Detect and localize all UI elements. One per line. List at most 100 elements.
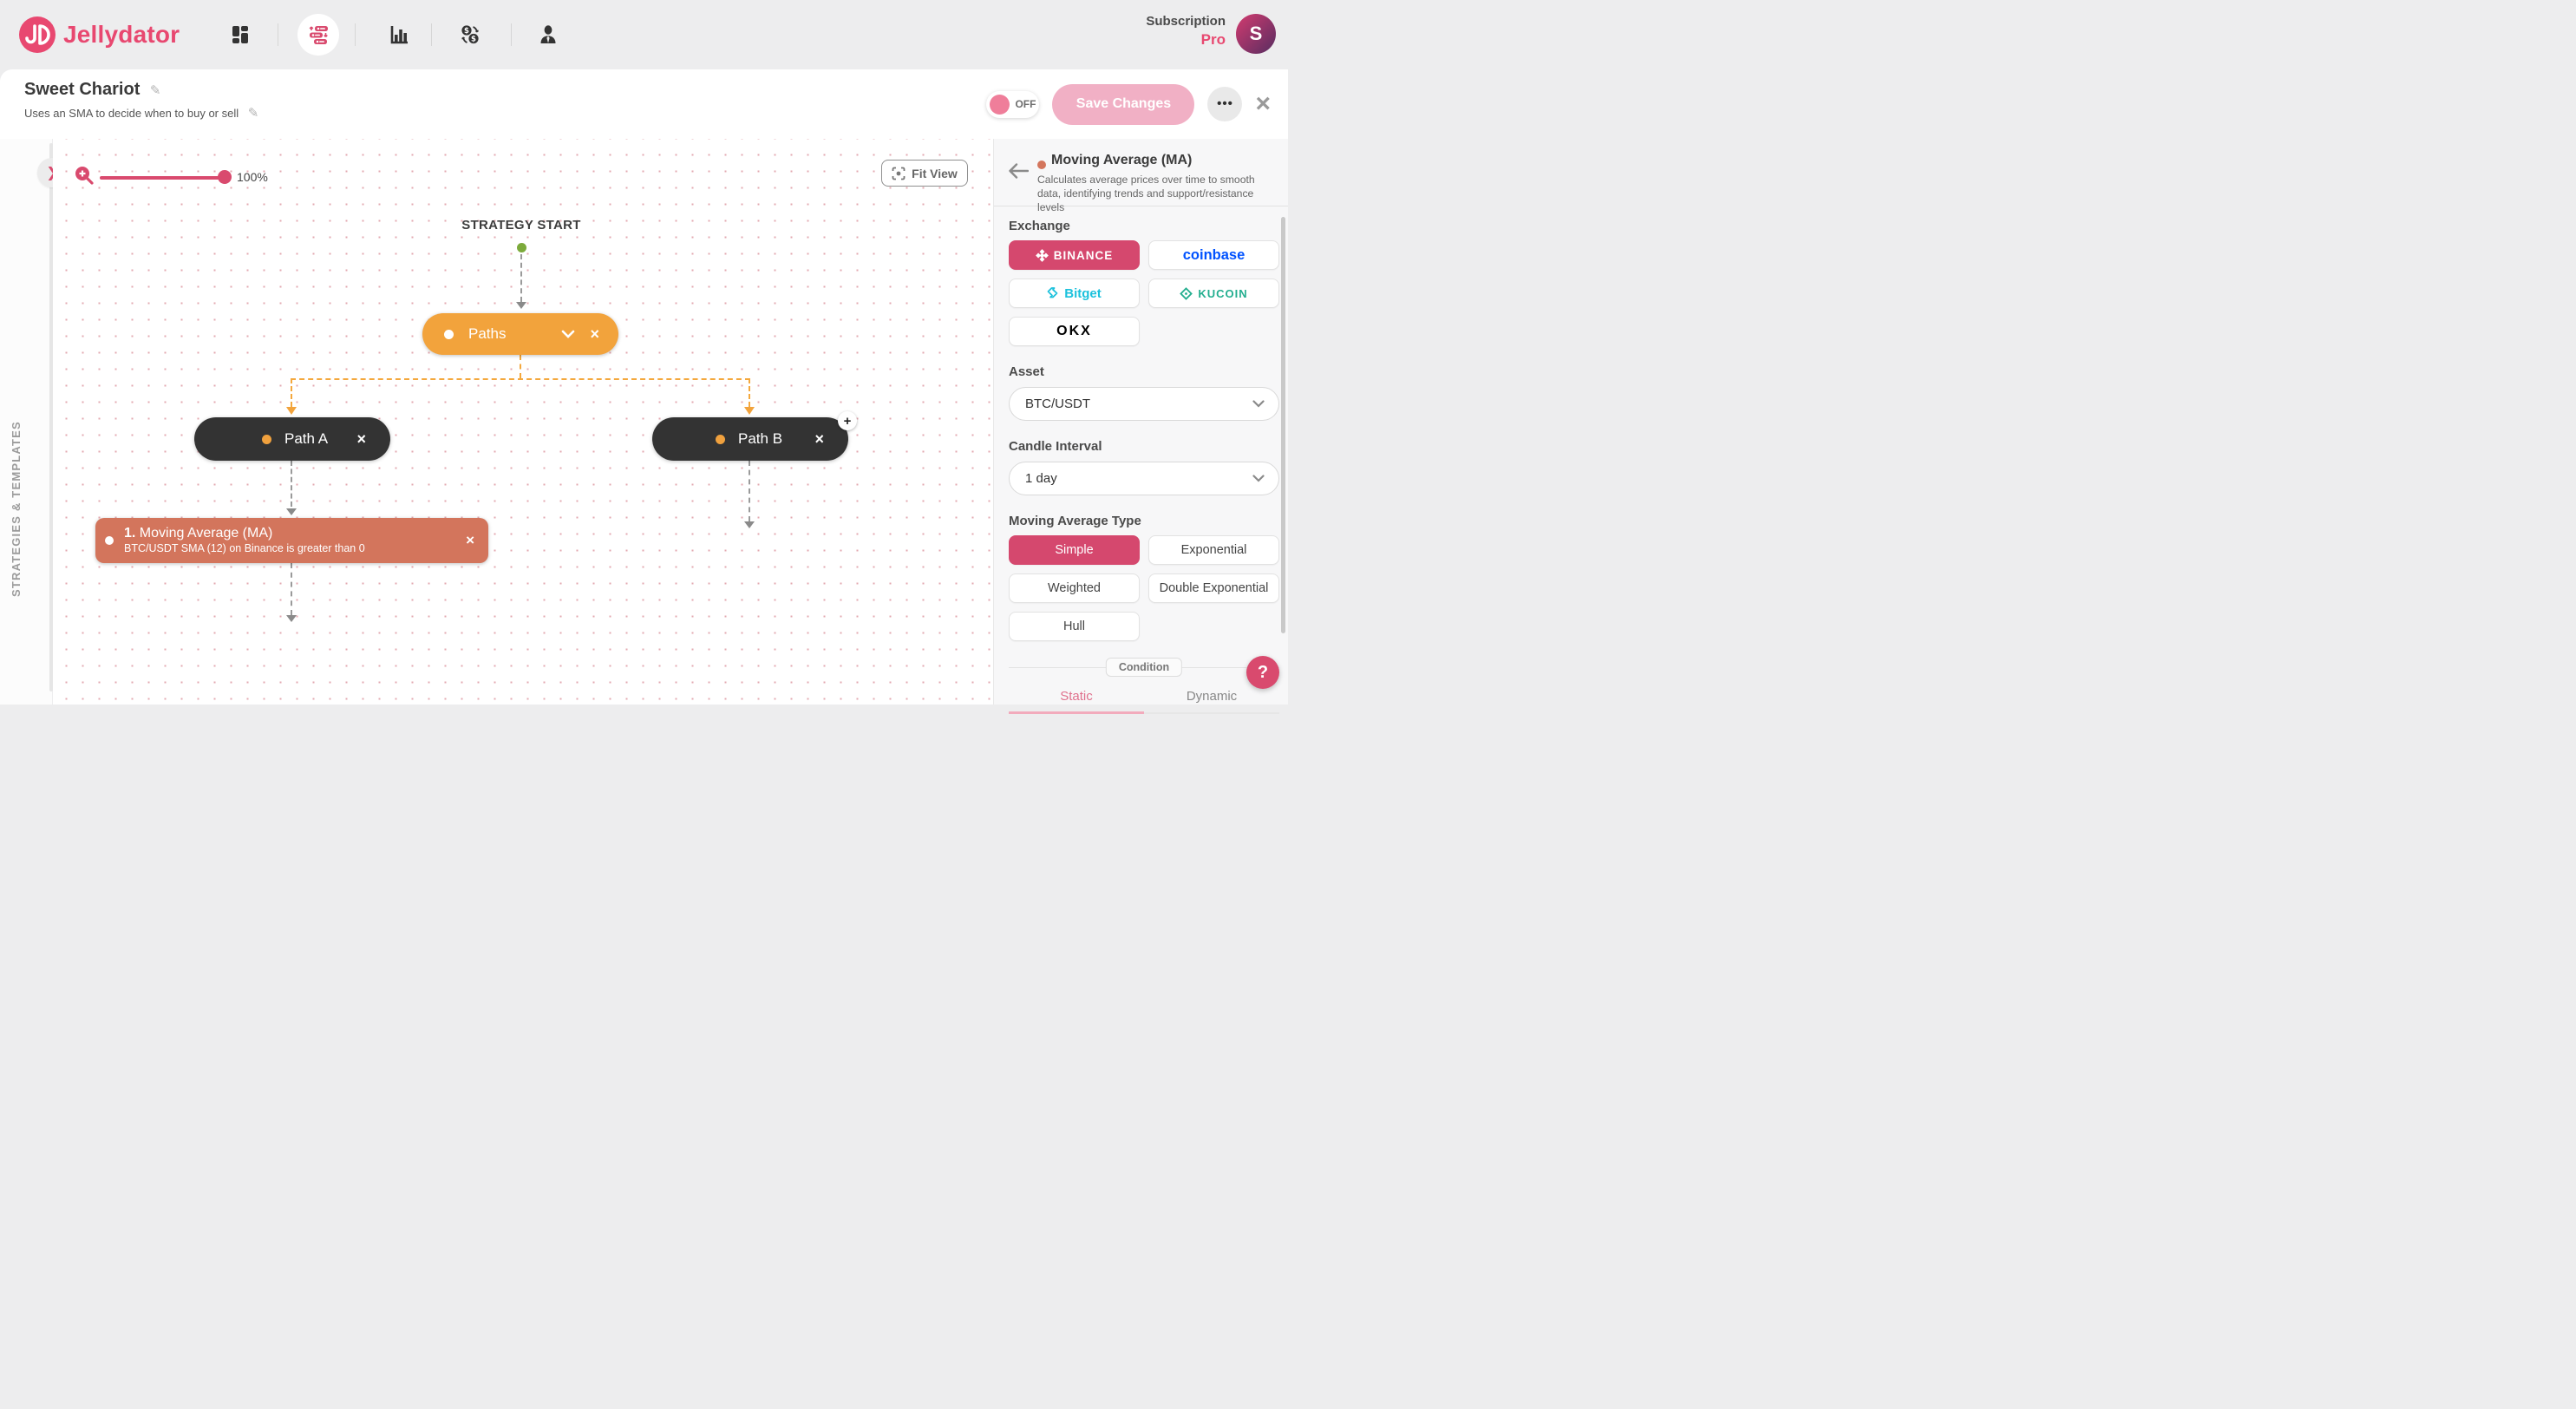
edge-arrowhead-orange	[744, 407, 755, 415]
toggle-knob	[990, 94, 1010, 115]
edge-start-to-paths	[520, 254, 522, 302]
tab-dynamic[interactable]: Dynamic	[1144, 689, 1279, 714]
node-handle	[105, 536, 114, 545]
navbar: Jellydator	[0, 0, 1288, 69]
ma-type-options: Simple Exponential Weighted Double Expon…	[1009, 535, 1279, 641]
bar-chart-icon	[390, 26, 408, 44]
edge-paths-stub	[520, 355, 521, 378]
strategy-canvas[interactable]: 100% Fit View STRATEGY START Paths	[53, 139, 993, 704]
brand-name: Jellydator	[63, 21, 180, 48]
edit-subtitle-icon[interactable]: ✎	[247, 106, 259, 121]
edge-arrowhead	[286, 508, 297, 515]
brand[interactable]: Jellydator	[19, 16, 180, 53]
strategy-subtitle-text: Uses an SMA to decide when to buy or sel…	[24, 107, 239, 120]
nav-exchanges-button[interactable]: $ $	[449, 0, 491, 69]
edge-paths-branch	[291, 378, 750, 380]
strategies-rail: STRATEGIES & TEMPLATES	[0, 139, 52, 704]
condition-divider: Condition	[1009, 658, 1279, 678]
node-handle	[262, 434, 271, 444]
bitget-logo-icon	[1047, 286, 1058, 298]
delete-ma-button[interactable]: ×	[466, 532, 474, 548]
edit-title-icon[interactable]: ✎	[149, 83, 161, 98]
nav-strategies-button[interactable]	[297, 0, 339, 69]
collapse-paths-button[interactable]	[561, 330, 575, 338]
ma-type-double-exponential-button[interactable]: Double Exponential	[1148, 573, 1279, 603]
exchange-kucoin-button[interactable]: KUCOIN	[1148, 279, 1279, 308]
condition-tabs: Static Dynamic	[1009, 689, 1279, 714]
asset-select[interactable]: BTC/USDT	[1009, 387, 1279, 421]
ma-type-hull-button[interactable]: Hull	[1009, 612, 1140, 641]
node-paths[interactable]: Paths ×	[422, 313, 618, 355]
save-changes-button[interactable]: Save Changes	[1052, 83, 1195, 125]
fit-view-label: Fit View	[912, 166, 958, 180]
ma-type-weighted-button[interactable]: Weighted	[1009, 573, 1140, 603]
fit-view-button[interactable]: Fit View	[881, 160, 968, 187]
candle-interval-select[interactable]: 1 day	[1009, 462, 1279, 495]
delete-paths-button[interactable]: ×	[590, 324, 599, 343]
exchange-okx-button[interactable]: OKX	[1009, 317, 1140, 346]
edge-arrowhead	[286, 615, 297, 622]
fit-view-icon	[892, 167, 906, 180]
strategies-templates-label: STRATEGIES & TEMPLATES	[10, 421, 23, 597]
exchange-okx-label: OKX	[1056, 324, 1092, 338]
exchange-bitget-button[interactable]: Bitget	[1009, 279, 1140, 308]
more-options-button[interactable]: •••	[1207, 87, 1243, 121]
nav-backtests-button[interactable]	[378, 0, 420, 69]
edge-arrowhead	[744, 521, 755, 528]
ma-type-exponential-label: Exponential	[1180, 543, 1247, 557]
kucoin-logo-icon	[1180, 286, 1193, 300]
nav-dashboard-button[interactable]	[219, 0, 261, 69]
help-button[interactable]: ?	[1246, 656, 1279, 689]
indicator-color-dot	[1037, 161, 1046, 169]
subscription-tier: Pro	[1200, 30, 1226, 48]
strategy-on-off-toggle[interactable]: OFF	[986, 90, 1040, 118]
zoom-slider-handle[interactable]	[218, 170, 232, 184]
ma-type-simple-button[interactable]: Simple	[1009, 535, 1140, 565]
exchange-coinbase-label: coinbase	[1182, 246, 1246, 263]
ma-type-double-exponential-label: Double Exponential	[1159, 581, 1269, 595]
delete-path-a-button[interactable]: ×	[356, 429, 366, 448]
exchange-coinbase-button[interactable]: coinbase	[1148, 240, 1279, 270]
binance-logo-icon	[1035, 248, 1049, 262]
node-handle	[444, 329, 454, 339]
edge-to-path-b	[749, 378, 750, 407]
node-moving-average[interactable]: 1. Moving Average (MA) BTC/USDT SMA (12)…	[95, 518, 488, 563]
exchange-binance-button[interactable]: BINANCE	[1009, 240, 1140, 270]
asset-label: Asset	[1009, 364, 1044, 379]
edge-arrowhead-orange	[286, 407, 297, 415]
node-path-a-label: Path A	[284, 430, 329, 447]
edge-to-path-a	[291, 378, 292, 407]
node-path-b[interactable]: Path B ×	[652, 417, 848, 461]
avatar[interactable]: S	[1236, 14, 1276, 54]
panel-title: Moving Average (MA)	[1051, 153, 1193, 167]
node-path-a[interactable]: Path A ×	[194, 417, 390, 461]
zoom-in-icon[interactable]	[74, 165, 95, 187]
nav-separator	[431, 23, 432, 46]
strategy-start-handle[interactable]	[517, 243, 526, 252]
panel-scrollbar[interactable]	[1281, 217, 1285, 633]
back-button[interactable]	[1008, 163, 1029, 179]
dashboard-grid-icon	[232, 26, 248, 43]
add-node-button[interactable]: +	[838, 411, 857, 430]
delete-path-b-button[interactable]: ×	[814, 429, 824, 448]
close-editor-button[interactable]: ×	[1255, 89, 1271, 118]
ma-type-exponential-button[interactable]: Exponential	[1148, 535, 1279, 565]
jellydator-logo-icon	[19, 16, 56, 53]
app: Jellydator	[0, 0, 1288, 714]
exchange-label: Exchange	[1009, 219, 1070, 233]
asset-value: BTC/USDT	[1025, 396, 1090, 411]
zoom-slider[interactable]	[100, 176, 226, 180]
chevron-down-icon	[1252, 400, 1265, 408]
node-handle	[716, 434, 725, 444]
ma-type-label: Moving Average Type	[1009, 514, 1141, 528]
currency-exchange-icon: $ $	[461, 25, 479, 44]
edge-path-a-down	[291, 461, 292, 507]
exchange-binance-label: BINANCE	[1053, 248, 1114, 262]
nav-account-button[interactable]	[527, 0, 569, 69]
node-ma-text: 1. Moving Average (MA) BTC/USDT SMA (12)…	[124, 525, 365, 556]
node-path-b-label: Path B	[738, 430, 783, 447]
strategy-header: Sweet Chariot ✎ Uses an SMA to decide wh…	[0, 69, 1288, 139]
person-icon	[540, 25, 556, 43]
node-settings-panel: Moving Average (MA) Calculates average p…	[993, 139, 1288, 714]
tab-static[interactable]: Static	[1009, 689, 1144, 714]
